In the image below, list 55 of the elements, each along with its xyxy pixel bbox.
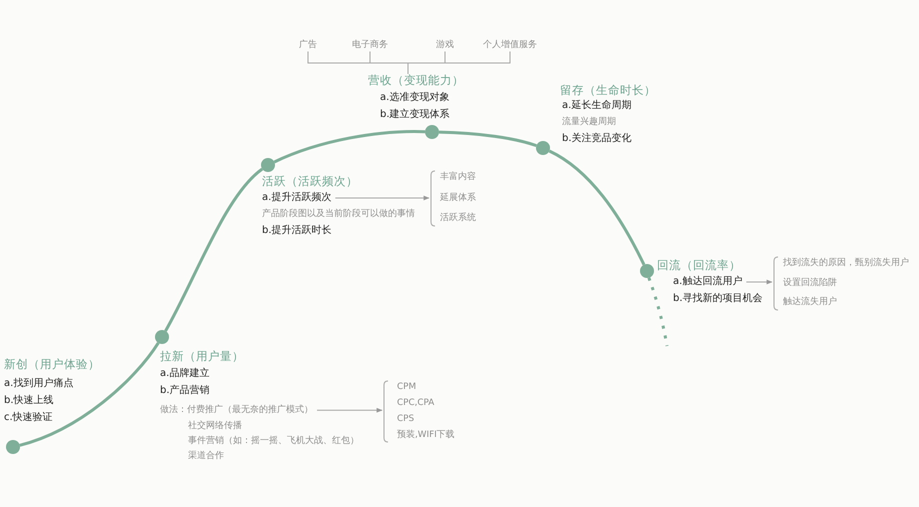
milestone-dot [155, 330, 169, 344]
curve-segment [164, 168, 264, 332]
milestone-dot [425, 125, 439, 139]
list-item: 延展体系 [440, 193, 476, 204]
stage-heading: 回流（回流率） [657, 259, 741, 273]
goal-text: b.提升活跃时长 [262, 225, 332, 237]
milestone-dot [640, 264, 654, 278]
tree-line [408, 51, 510, 74]
curve-segment [19, 342, 160, 447]
list-item: 预装,WIFI下载 [397, 430, 455, 441]
method-text: 做法：付费推广（最无奈的推广模式） [160, 405, 313, 416]
list-item: 触达流失用户 [783, 297, 837, 308]
list-item: 找到流失的原因，甄别流失用户 [783, 258, 909, 269]
goal-text: b.建立变现体系 [380, 109, 450, 121]
goal-text: a.延长生命周期 [562, 100, 632, 112]
category-label: 游戏 [436, 40, 454, 51]
goal-text: a.触达回流用户 [673, 276, 742, 288]
stage-heading: 新创（用户体验） [4, 358, 100, 372]
goal-text: c.快速验证 [4, 412, 53, 424]
list-item: CPC,CPA [397, 398, 434, 409]
milestone-dot [536, 141, 550, 155]
arrow [746, 280, 773, 284]
curve-tail [647, 277, 668, 346]
stage-heading: 留存（生命时长） [560, 84, 656, 98]
curve-segment [548, 150, 646, 266]
method-text: 渠道合作 [188, 451, 224, 462]
arrow [334, 196, 430, 200]
stage-heading: 活跃（活跃频次） [262, 175, 358, 189]
goal-text: b.产品营销 [160, 385, 210, 397]
milestone-dot [6, 440, 20, 454]
goal-text: b.关注竞品变化 [562, 133, 632, 145]
category-label: 广告 [299, 40, 317, 51]
list-item: CPS [397, 414, 414, 425]
note-text: 流量兴趣周期 [562, 117, 616, 128]
list-item: 活跃系统 [440, 213, 476, 224]
category-label: 个人增值服务 [483, 40, 537, 51]
stage-heading: 营收（变现能力） [368, 74, 464, 88]
goal-text: a.找到用户痛点 [4, 378, 74, 390]
stage-heading: 拉新（用户量） [160, 350, 244, 364]
goal-text: b.寻找新的项目机会 [673, 293, 763, 305]
category-label: 电子商务 [352, 40, 388, 51]
goal-text: a.品牌建立 [160, 368, 210, 380]
curve-segment [438, 130, 537, 148]
method-text: 社交网络传播 [188, 421, 242, 432]
goal-text: a.提升活跃频次 [262, 192, 332, 204]
arrow [316, 408, 383, 413]
method-text: 事件营销（如：摇一摇、飞机大战、红包） [188, 436, 359, 447]
curve-segment [274, 130, 426, 164]
list-item: 设置回流陷阱 [783, 278, 837, 289]
list-item: CPM [397, 382, 416, 393]
goal-text: a.选准变现对象 [380, 92, 450, 104]
goal-text: b.快速上线 [4, 395, 54, 407]
list-item: 丰富内容 [440, 172, 476, 183]
note-text: 产品阶段图以及当前阶段可以做的事情 [262, 209, 415, 220]
milestone-dot [261, 158, 275, 172]
